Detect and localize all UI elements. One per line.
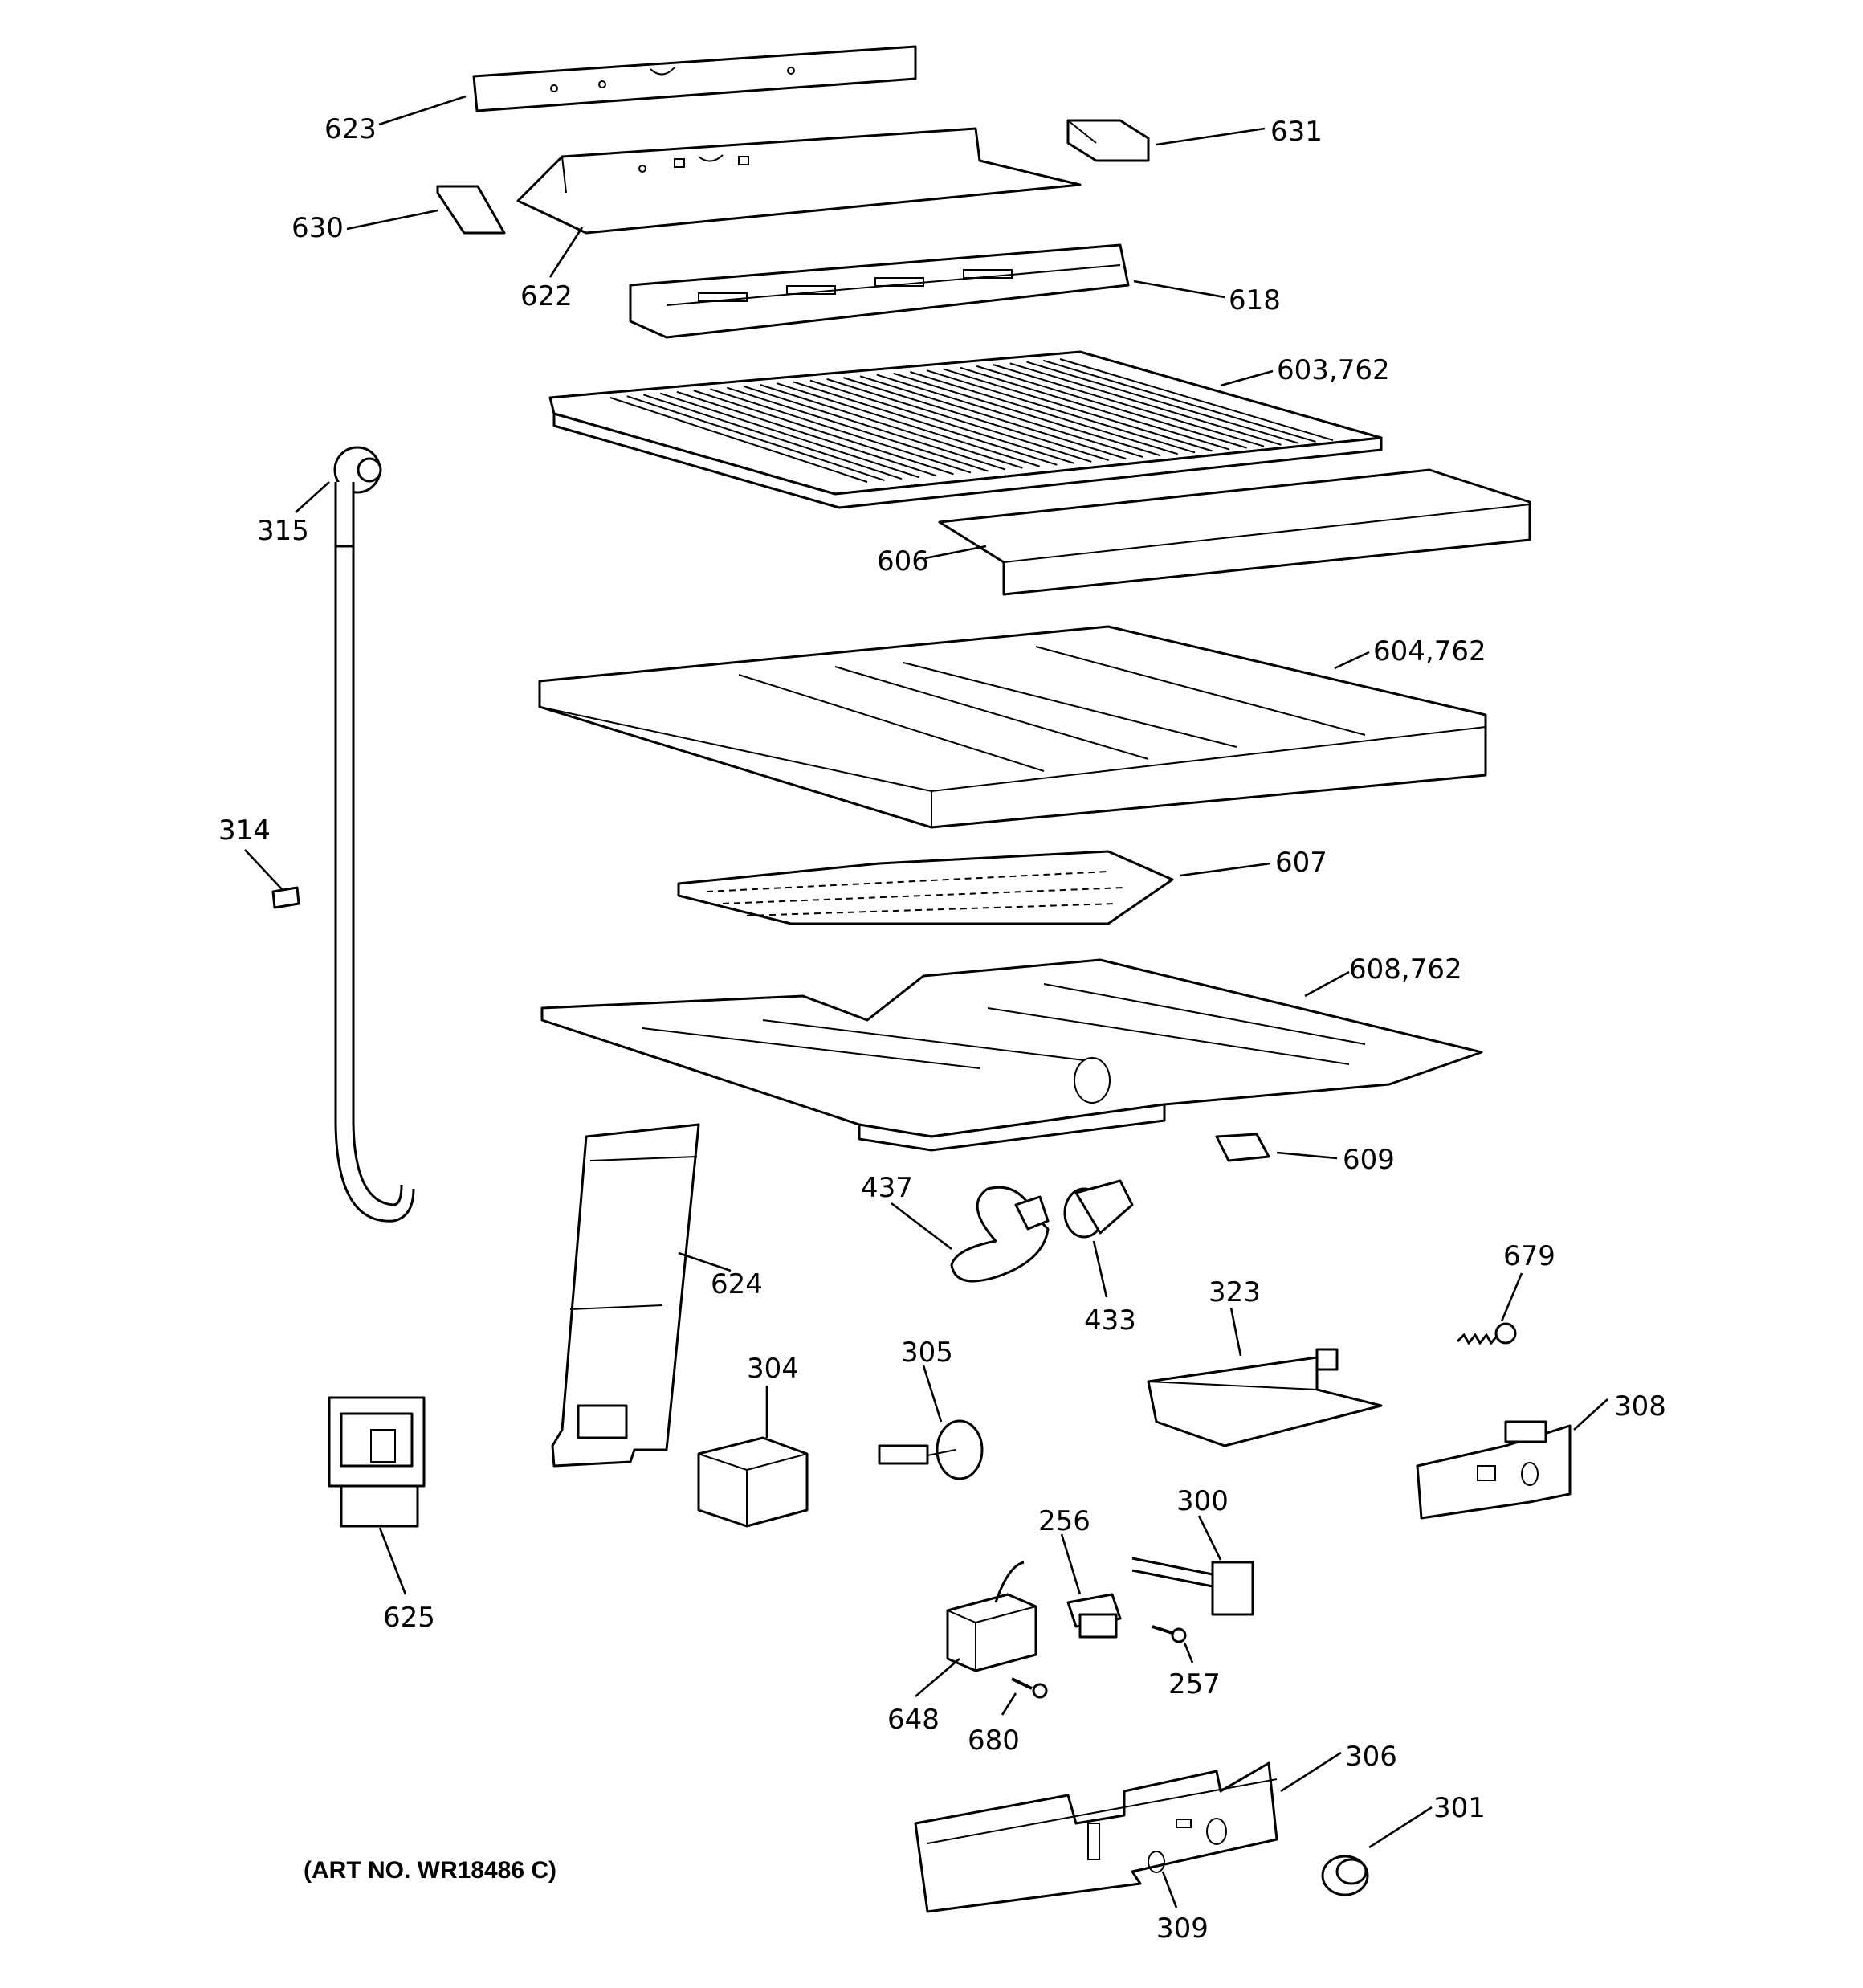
shelf-rib: [659, 392, 919, 479]
shelf-rib: [809, 379, 1075, 464]
part-623-rail: [472, 45, 917, 112]
label-618: 618: [1229, 284, 1281, 316]
shelf-rib: [1026, 361, 1299, 444]
shelf-rib: [777, 382, 1041, 467]
shelf-rib: [910, 371, 1178, 455]
part-323-housing: [1147, 1348, 1383, 1447]
label-301: 301: [1433, 1792, 1486, 1824]
shelf-rib: [743, 385, 1006, 471]
part-609-clip: [1215, 1133, 1270, 1162]
label-609: 609: [1343, 1144, 1395, 1176]
label-625: 625: [383, 1602, 435, 1634]
label-257: 257: [1168, 1668, 1221, 1700]
leader-lines: [244, 95, 1608, 1908]
part-680-screw: [1011, 1677, 1048, 1699]
part-606-channel: [938, 468, 1531, 596]
shelf-rib: [726, 386, 989, 472]
shelf-rib: [609, 397, 868, 483]
shelf-rib: [926, 369, 1196, 454]
label-624: 624: [711, 1268, 763, 1300]
shelf-rib: [943, 368, 1213, 452]
label-622: 622: [520, 280, 573, 312]
label-631: 631: [1270, 116, 1323, 148]
label-648: 648: [887, 1704, 940, 1736]
part-304-block: [697, 1436, 809, 1528]
part-labels: 623 631 630 622 618 603,762 315 606 604,…: [218, 113, 1666, 1945]
shelf-rib: [626, 395, 885, 482]
shelf-rib: [826, 378, 1092, 463]
shelf-rib: [1009, 362, 1282, 446]
label-608-762: 608,762: [1349, 953, 1462, 986]
label-300: 300: [1176, 1485, 1229, 1517]
shelf-rib: [843, 377, 1110, 461]
part-437-bulb: [950, 1186, 1050, 1283]
shelf-rib: [893, 372, 1161, 457]
label-680: 680: [968, 1725, 1020, 1757]
part-315-tube: [333, 446, 415, 1223]
part-306-bracket: [914, 1761, 1278, 1913]
label-606: 606: [877, 545, 929, 578]
shelf-rib: [976, 365, 1247, 449]
label-433: 433: [1084, 1304, 1136, 1337]
shelf-rib: [643, 394, 903, 480]
part-604-shelf: [538, 625, 1487, 829]
label-603-762: 603,762: [1277, 354, 1390, 386]
part-648-timer: [946, 1561, 1037, 1672]
part-308-plate: [1416, 1420, 1572, 1520]
shelf-rib: [793, 381, 1058, 466]
shelf-rib: [1059, 358, 1334, 441]
label-623: 623: [324, 113, 377, 145]
shelf-rib: [676, 390, 937, 477]
part-622-tray: [516, 127, 1082, 235]
part-256-switch: [1066, 1593, 1122, 1639]
shelf-rib: [1042, 359, 1316, 443]
label-314: 314: [218, 814, 271, 847]
shelf-rib: [993, 364, 1265, 447]
label-306: 306: [1345, 1741, 1397, 1773]
part-305-control: [878, 1419, 984, 1480]
part-679-screw: [1456, 1322, 1517, 1345]
part-314-clip: [271, 886, 300, 909]
label-315: 315: [257, 515, 309, 547]
label-607: 607: [1275, 847, 1327, 879]
part-300-switch: [1131, 1557, 1254, 1616]
part-257-screw: [1152, 1625, 1187, 1643]
label-679: 679: [1503, 1240, 1555, 1272]
shelf-rib: [859, 375, 1127, 460]
shelf-rib: [693, 390, 954, 476]
shelf-rib: [960, 366, 1230, 451]
part-624-duct: [551, 1123, 700, 1468]
part-630-cap: [436, 185, 506, 235]
label-630: 630: [291, 212, 344, 244]
part-301-knob: [1321, 1855, 1369, 1896]
label-308: 308: [1614, 1390, 1666, 1423]
shelf-rib: [760, 384, 1023, 469]
part-618-bracket: [629, 243, 1130, 339]
label-305: 305: [901, 1337, 953, 1369]
shelf-rib: [876, 374, 1143, 459]
part-608-pan: [540, 958, 1483, 1152]
label-604-762: 604,762: [1373, 635, 1486, 667]
part-433-socket: [1063, 1179, 1134, 1239]
label-256: 256: [1038, 1505, 1090, 1537]
art-number: (ART NO. WR18486 C): [304, 1857, 556, 1884]
shelf-rib: [710, 388, 972, 474]
part-625-cover: [328, 1396, 426, 1528]
label-437: 437: [861, 1172, 913, 1204]
part-631-cap: [1066, 119, 1150, 162]
label-323: 323: [1209, 1276, 1261, 1308]
part-607-insulation: [677, 850, 1174, 925]
label-309: 309: [1156, 1912, 1209, 1945]
label-304: 304: [747, 1353, 799, 1385]
part-603-shelf: [548, 350, 1383, 509]
